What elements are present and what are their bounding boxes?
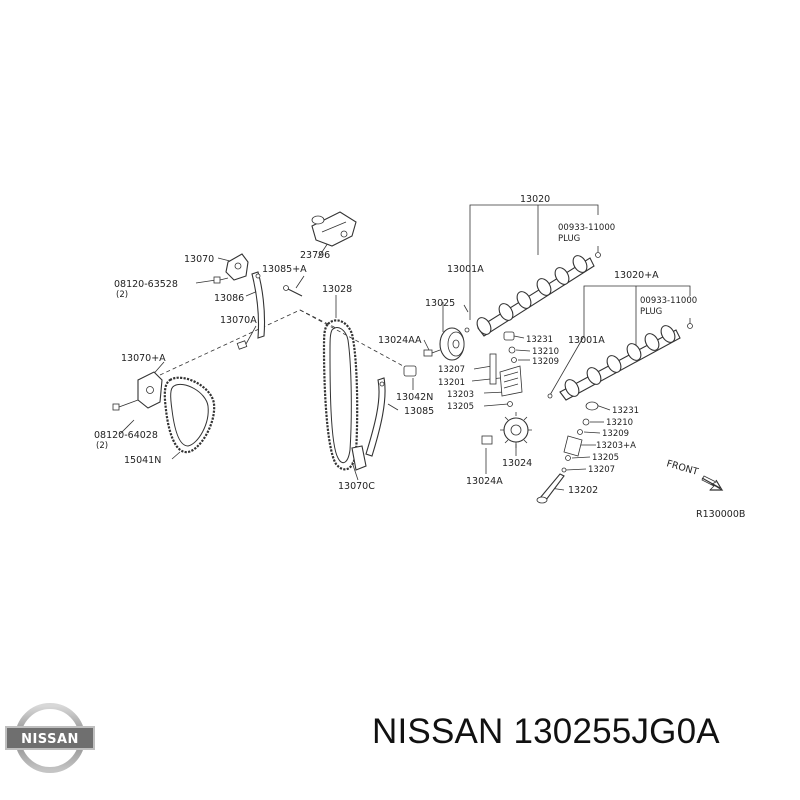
label-13201: 13201 [438,378,465,388]
camshaft-13001A-top [464,255,595,337]
label-13207-low: 13207 [588,465,615,475]
chain-13028 [322,319,359,471]
chain-guide-13085 [365,377,386,457]
label-13020: 13020 [520,194,550,205]
label-13024A: 13024A [466,476,503,487]
label-qty-2b: (2) [96,441,108,451]
label-13070A: 13070A [220,315,257,326]
valve-train-top [489,331,523,407]
plug-13042N [403,365,417,377]
tensioner-13070A [137,371,163,409]
label-13024AA: 13024AA [378,335,422,346]
label-13042N: 13042N [396,392,433,403]
label-13085: 13085 [404,406,434,417]
label-13207-top: 13207 [438,365,465,375]
label-08120-63528: 08120-63528 [114,279,178,290]
label-13070A2: 13070+A [121,353,166,364]
label-00933-right: 00933-11000 [640,296,697,306]
front-arrow [701,475,724,491]
chain-guide-13086 [251,271,266,339]
bolt-08120-64028 [112,399,139,411]
caption-brand: NISSAN [372,712,504,751]
label-13203A: 13203+A [596,441,636,451]
label-13231-low: 13231 [612,406,639,416]
label-plug-right: PLUG [640,307,662,317]
label-13209-low: 13209 [602,429,629,439]
plug-00933-top [595,252,601,258]
reference-dashed-lines [159,309,417,376]
label-13086: 13086 [214,293,244,304]
label-00933-top: 00933-11000 [558,223,615,233]
logo-text: NISSAN [21,732,79,747]
front-label: FRONT [665,458,699,478]
tensioner-13070 [225,253,249,281]
label-23796: 23796 [300,250,330,261]
camshaft-13001A-right [547,325,681,401]
part-labels: 13020 00933-11000 PLUG 13001A 13020+A 00… [94,194,745,520]
label-13231-top: 13231 [526,335,553,345]
label-13028: 13028 [322,284,352,295]
bolt-08120-63528 [213,276,229,284]
bolt-13024A [481,435,493,445]
bolt-13024AA [423,349,441,357]
bolt-13070A [236,340,248,350]
label-13205-top: 13205 [447,402,474,412]
valve-train-lower [536,401,599,504]
nissan-logo: NISSAN [5,703,95,773]
chain-guide-13070C [351,445,367,471]
crank-sprocket-13024 [500,412,532,448]
chain-15041N [163,376,216,454]
label-13024: 13024 [502,458,532,469]
caption-part-number: 130255JG0A [513,712,720,751]
label-13085A: 13085+A [262,264,307,275]
part-caption: NISSAN 130255JG0A [372,712,720,752]
label-13020A: 13020+A [614,270,659,281]
plug-00933-right [687,323,693,329]
label-plug-top: PLUG [558,234,580,244]
label-13205-low: 13205 [592,453,619,463]
label-13070C: 13070C [338,481,375,492]
pin-13085A [283,285,303,297]
label-15041N: 15041N [124,455,161,466]
label-13001A-right: 13001A [568,335,605,346]
camshaft-sprocket-13025 [439,327,465,361]
label-08120-64028: 08120-64028 [94,430,158,441]
label-13203: 13203 [447,390,474,400]
diagram-code: R130000B [696,509,745,520]
tensioner-23796 [311,211,357,247]
label-13209-top: 13209 [532,357,559,367]
label-13025: 13025 [425,298,455,309]
label-qty-2a: (2) [116,290,128,300]
label-13202: 13202 [568,485,598,496]
label-13210-low: 13210 [606,418,633,428]
label-13070: 13070 [184,254,214,265]
label-13210-top: 13210 [532,347,559,357]
label-13001A-top: 13001A [447,264,484,275]
